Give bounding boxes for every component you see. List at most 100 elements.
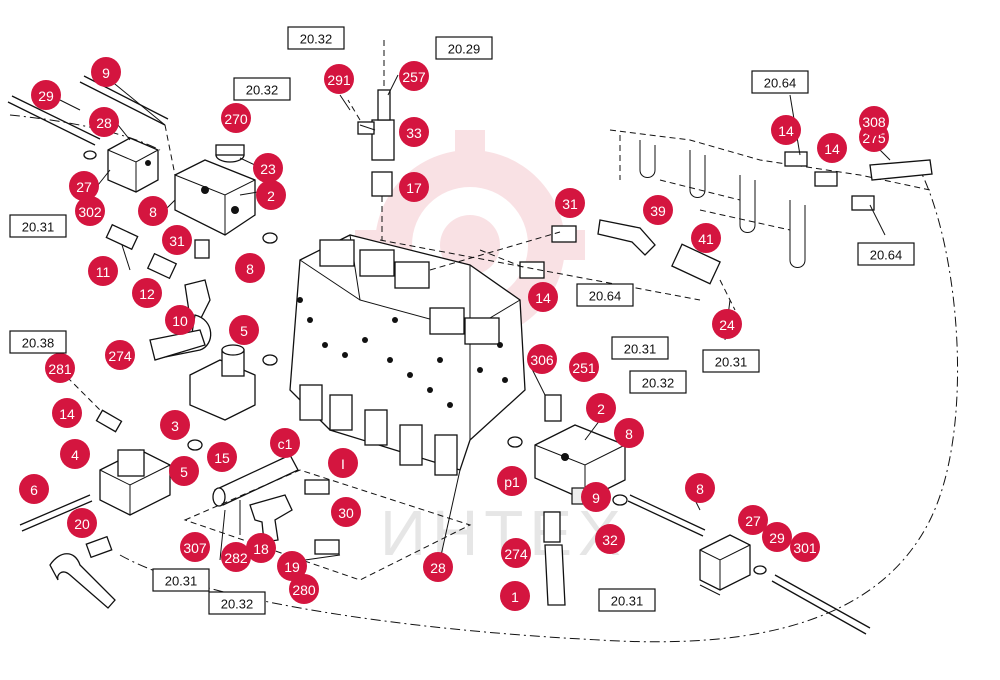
hose-275 (869, 159, 933, 181)
hose-route-line (9, 114, 958, 643)
callout-label: 31 (562, 196, 578, 212)
callout-label: 19 (284, 559, 300, 575)
callout-27: 27 (738, 505, 768, 535)
ref-label: 20.64 (870, 248, 903, 263)
callout-9: 9 (581, 482, 611, 512)
callout-circle (221, 103, 251, 133)
ref-box-20.64: 20.64 (576, 283, 634, 307)
callout-circle (423, 552, 453, 582)
callout-19: 19 (277, 551, 307, 581)
callout-circle (691, 223, 721, 253)
callout-281: 281 (45, 353, 75, 383)
callout-circle (45, 353, 75, 383)
callout-label: 3 (171, 418, 179, 434)
callout-label: 29 (38, 88, 54, 104)
callout-32: 32 (595, 524, 625, 554)
callout-circle (555, 188, 585, 218)
callout-label: 33 (406, 125, 422, 141)
callout-label: 12 (139, 286, 155, 302)
callout-label: 6 (30, 482, 38, 498)
callout-24: 24 (712, 309, 742, 339)
callout-label: 15 (214, 450, 230, 466)
callout-label: 270 (224, 111, 248, 127)
callout-label: 14 (535, 290, 551, 306)
callout-3: 3 (160, 410, 190, 440)
callout-circle (501, 538, 531, 568)
callout-12: 12 (132, 278, 162, 308)
ref-box-20.32: 20.32 (233, 77, 291, 101)
callout-27: 27 (69, 171, 99, 201)
ref-frame (9, 330, 67, 354)
callout-circle (75, 196, 105, 226)
callout-14: 14 (52, 398, 82, 428)
callout-circle (500, 581, 530, 611)
callout-label: 27 (745, 513, 761, 529)
sensor-41 (671, 243, 721, 285)
callout-31: 31 (162, 225, 192, 255)
callout-circle (328, 448, 358, 478)
ref-frame (629, 370, 687, 394)
callout-5: 5 (229, 315, 259, 345)
callout-circle (277, 551, 307, 581)
callout-29: 29 (31, 80, 61, 110)
callout-270: 270 (221, 103, 251, 133)
reference-boxes: 20.3220.2920.3220.3120.6420.6420.3820.64… (9, 26, 915, 615)
callout-label: 5 (240, 323, 248, 339)
ref-box-20.38: 20.38 (9, 330, 67, 354)
callout-282: 282 (221, 542, 251, 572)
callout-I: I (328, 448, 358, 478)
callout-circle (762, 522, 792, 552)
callout-251: 251 (569, 352, 599, 382)
callout-circle (229, 315, 259, 345)
callout-label: 27 (76, 179, 92, 195)
callout-circle (246, 533, 276, 563)
main-valve-block (289, 234, 526, 476)
callout-274: 274 (105, 340, 135, 370)
callout-circle (67, 508, 97, 538)
callout-label: 14 (824, 141, 840, 157)
callout-label: 281 (48, 361, 72, 377)
callout-circle (497, 466, 527, 496)
ref-box-20.31: 20.31 (9, 214, 67, 238)
callout-label: 39 (650, 203, 666, 219)
callout-6: 6 (19, 474, 49, 504)
ref-frame (598, 588, 656, 612)
ref-frame (857, 242, 915, 266)
callout-circle (399, 117, 429, 147)
callout-label: 8 (149, 204, 157, 220)
ref-label: 20.31 (165, 574, 198, 589)
fitting-14-center (519, 261, 545, 279)
callout-257: 257 (399, 61, 429, 91)
ref-label: 20.29 (448, 42, 481, 57)
callout-c1: c1 (270, 428, 300, 458)
callout-label: 9 (102, 65, 110, 81)
ref-label: 20.32 (246, 83, 279, 98)
ref-label: 20.31 (715, 355, 748, 370)
callout-label: 257 (402, 69, 426, 85)
callout-39: 39 (643, 195, 673, 225)
callout-302: 302 (75, 196, 105, 226)
callout-circle (399, 61, 429, 91)
callout-1: 1 (500, 581, 530, 611)
callout-14: 14 (528, 282, 558, 312)
callout-8: 8 (138, 196, 168, 226)
bolt-9-right (627, 494, 706, 537)
callout-circle (207, 442, 237, 472)
section-block-right (534, 394, 626, 505)
hose-274-bottom (544, 544, 566, 606)
ref-frame (208, 591, 266, 615)
callout-label: 282 (224, 550, 248, 566)
callout-8: 8 (235, 253, 265, 283)
section-outline-bottom (183, 469, 472, 581)
callout-28: 28 (89, 107, 119, 137)
callout-label: I (341, 456, 345, 472)
callout-circle (331, 497, 361, 527)
ref-label: 20.32 (300, 32, 333, 47)
callout-circle (586, 393, 616, 423)
ref-label: 20.31 (611, 594, 644, 609)
callout-circle (324, 64, 354, 94)
plug-23 (215, 144, 245, 163)
tie-rod-bottom-right (771, 574, 871, 635)
fitting-20 (85, 535, 113, 559)
callout-circle (712, 309, 742, 339)
